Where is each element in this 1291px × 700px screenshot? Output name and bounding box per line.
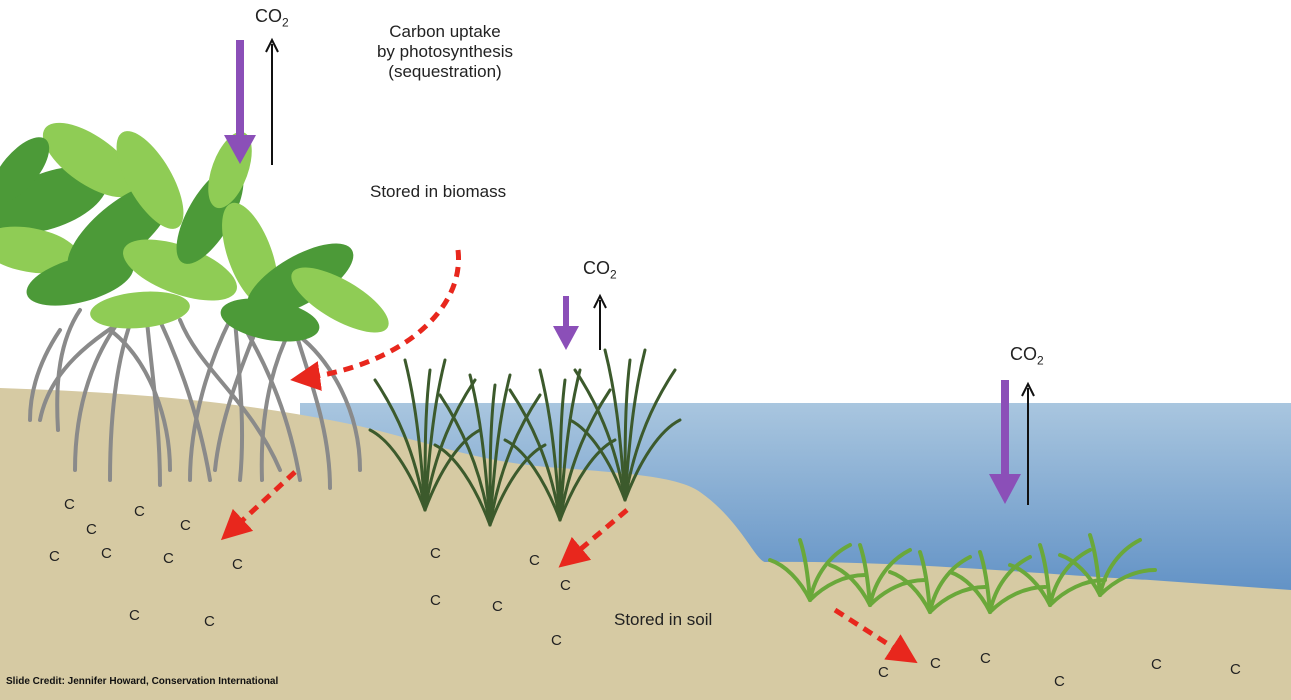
carbon-symbol: C <box>49 548 60 565</box>
carbon-symbol: C <box>180 517 191 534</box>
carbon-symbol: C <box>492 598 503 615</box>
carbon-symbol: C <box>232 556 243 573</box>
salt-marsh-grass <box>368 348 682 527</box>
biomass-label: Stored in biomass <box>370 182 507 201</box>
carbon-symbol: C <box>101 545 112 562</box>
carbon-symbol: C <box>529 552 540 569</box>
carbon-symbol: C <box>878 664 889 681</box>
carbon-symbol: C <box>163 550 174 567</box>
uptake-label-line: Carbon uptake <box>389 22 501 41</box>
carbon-symbol: C <box>129 607 140 624</box>
carbon-symbol: C <box>64 496 75 513</box>
carbon-symbol: C <box>1151 656 1162 673</box>
carbon-symbol: C <box>86 521 97 538</box>
sediment <box>0 388 1291 700</box>
carbon-symbol: C <box>134 503 145 520</box>
carbon-symbol: C <box>551 632 562 649</box>
carbon-symbol: C <box>1230 661 1241 678</box>
carbon-symbol: C <box>1054 673 1065 690</box>
co2-label-mangrove: CO2 <box>255 6 289 30</box>
release-arrows <box>265 37 1035 505</box>
carbon-symbol: C <box>430 545 441 562</box>
mangrove-canopy <box>0 122 389 342</box>
carbon-symbol: C <box>560 577 571 594</box>
uptake-arrows <box>224 40 1021 504</box>
carbon-symbol: C <box>980 650 991 667</box>
co2-label-marsh: CO2 <box>583 258 617 282</box>
soil-label: Stored in soil <box>614 610 713 629</box>
transfer-arrows <box>220 249 918 664</box>
co2-label-seagrass: CO2 <box>1010 344 1044 368</box>
uptake-label: Carbon uptake by photosynthesis (sequest… <box>350 22 540 82</box>
seagrass-meadow <box>768 533 1157 614</box>
carbon-symbol: C <box>930 655 941 672</box>
carbon-symbol: C <box>204 613 215 630</box>
slide-credit: Slide Credit: Jennifer Howard, Conservat… <box>6 676 279 687</box>
uptake-label-line: (sequestration) <box>388 62 502 81</box>
carbon-symbol: C <box>430 592 441 609</box>
uptake-label-line: by photosynthesis <box>376 42 514 61</box>
